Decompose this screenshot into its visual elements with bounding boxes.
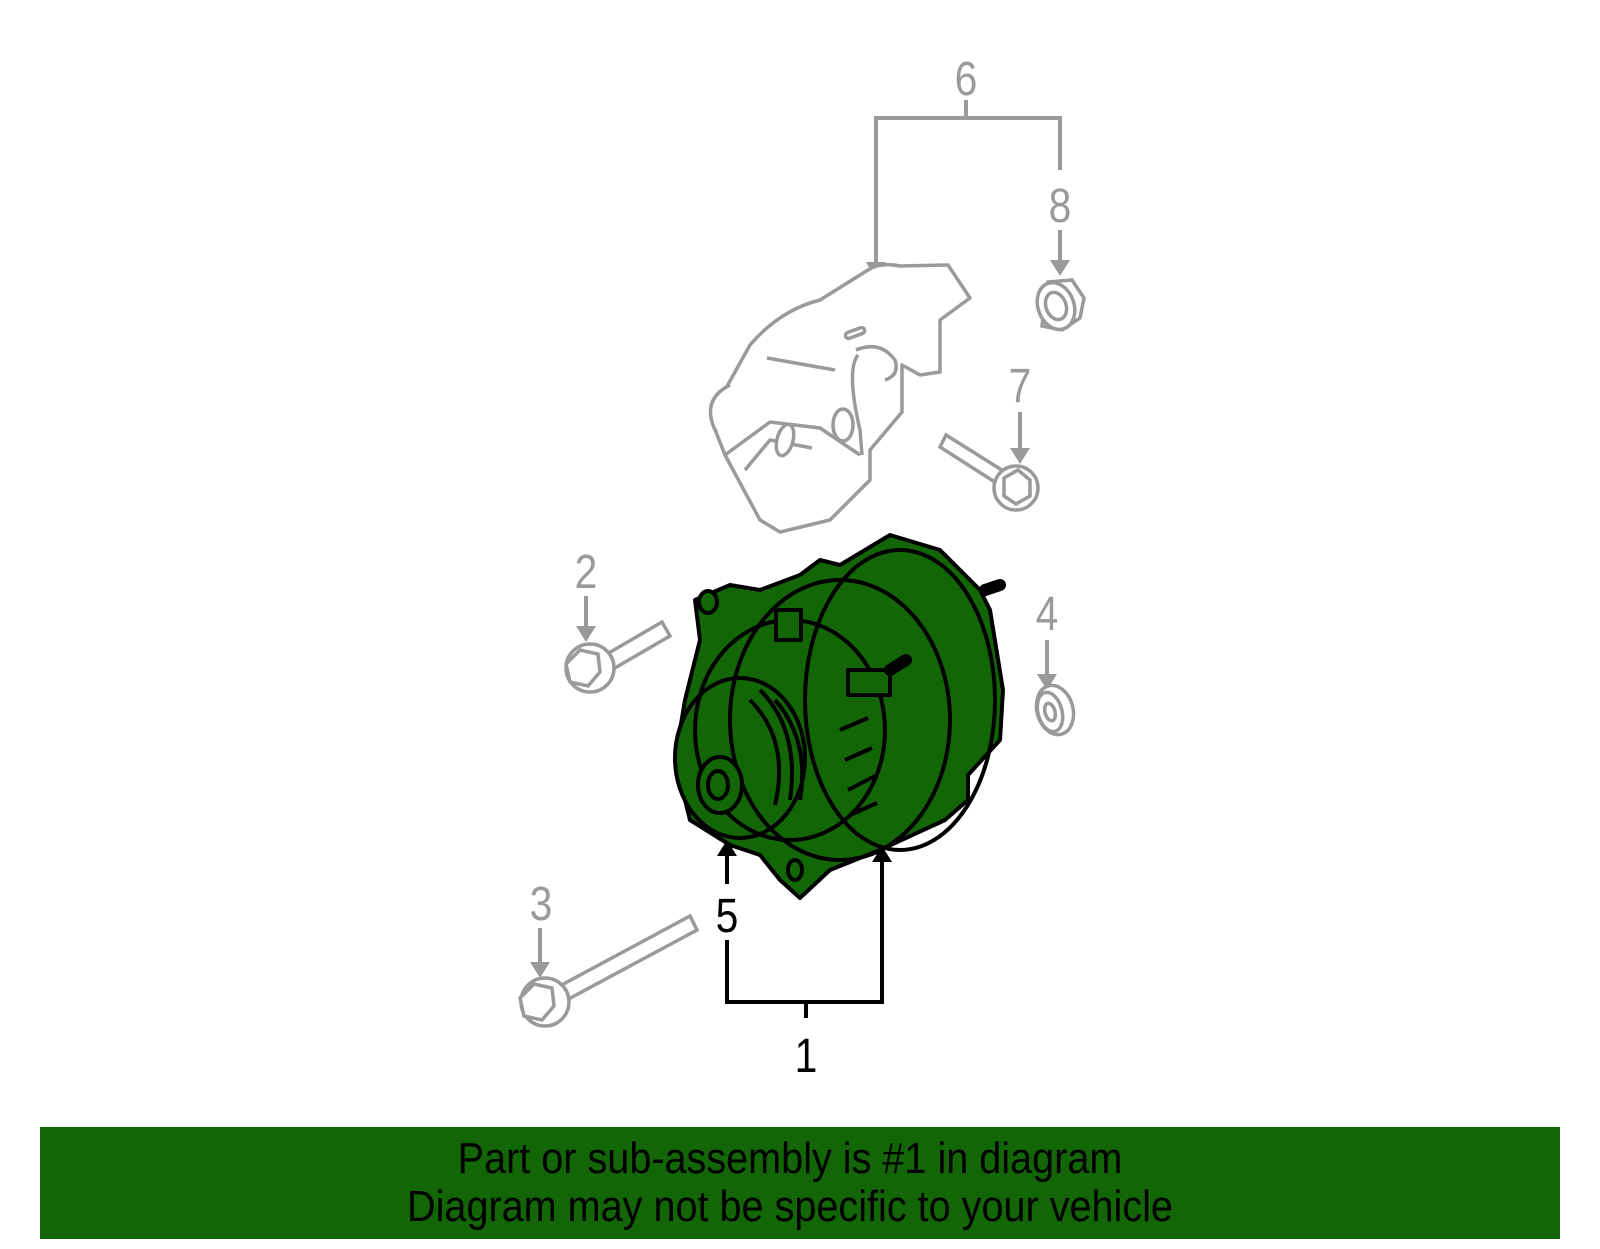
callout-6[interactable]: 6 — [954, 53, 978, 106]
alternator-icon — [673, 533, 1006, 900]
callout-1-leader — [725, 860, 884, 1018]
callout-4[interactable]: 4 — [1035, 588, 1059, 641]
callout-3[interactable]: 3 — [529, 878, 553, 931]
washer-icon — [1034, 683, 1076, 737]
bolt-7-icon — [937, 432, 1040, 512]
arrowhead-3 — [530, 962, 550, 978]
banner-line-1: Part or sub-assembly is #1 in diagram — [457, 1134, 1123, 1183]
bolt-2-icon — [564, 619, 673, 694]
arrowhead-7 — [1010, 448, 1030, 464]
nut-icon — [1035, 278, 1086, 332]
callout-6-leader — [874, 100, 1062, 268]
callout-5[interactable]: 5 — [715, 890, 739, 943]
arrowhead-2 — [576, 626, 596, 642]
arrowhead-4 — [1037, 674, 1057, 690]
callout-8[interactable]: 8 — [1048, 180, 1072, 233]
bracket-icon — [708, 262, 972, 534]
bolt-3-icon — [518, 913, 700, 1028]
info-banner: Part or sub-assembly is #1 in diagram Di… — [40, 1127, 1560, 1239]
arrowhead-8 — [1050, 260, 1070, 276]
arrowhead-5 — [717, 840, 737, 856]
callout-7[interactable]: 7 — [1008, 360, 1032, 413]
callout-1[interactable]: 1 — [794, 1030, 818, 1083]
callout-2[interactable]: 2 — [574, 546, 598, 599]
arrowhead-1 — [872, 846, 892, 862]
banner-line-2: Diagram may not be specific to your vehi… — [407, 1182, 1173, 1231]
